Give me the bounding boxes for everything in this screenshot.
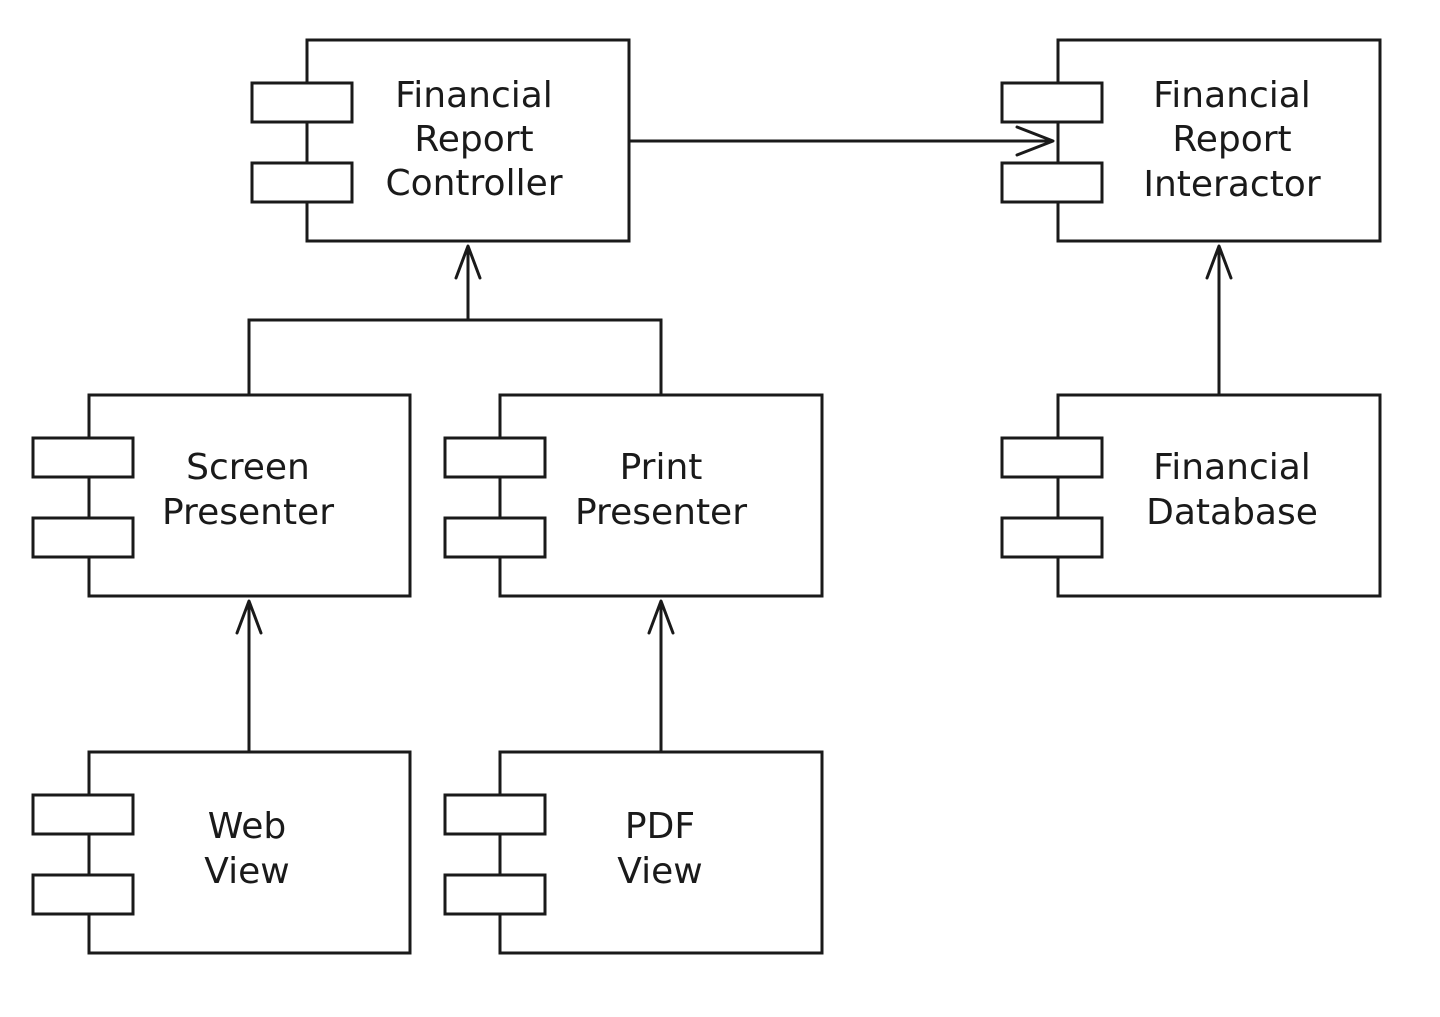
component-port-icon: [31, 873, 135, 916]
component-box: [1056, 393, 1382, 598]
component-label-line: Presenter: [162, 492, 334, 533]
arrowhead-controller: [454, 244, 482, 280]
arrowhead-screen-presenter: [235, 599, 263, 635]
component-pdf-view: PDF View: [443, 750, 824, 955]
component-financial-report-controller: Financial Report Controller: [250, 38, 631, 243]
component-label-line: View: [204, 851, 289, 892]
component-port-icon: [1000, 436, 1104, 479]
edge-screen-presenter-to-controller: [247, 246, 470, 394]
component-print-presenter: Print Presenter: [443, 393, 824, 598]
arrowhead-interactor: [1015, 125, 1055, 157]
component-label-line: Presenter: [575, 492, 747, 533]
component-web-view: Web View: [31, 750, 412, 955]
component-label-line: Print: [620, 447, 703, 488]
component-label-line: Report: [1172, 119, 1291, 160]
component-port-icon: [1000, 161, 1104, 204]
component-label-line: Web: [208, 806, 287, 847]
component-port-icon: [443, 436, 547, 479]
component-financial-report-interactor: Financial Report Interactor: [1000, 38, 1382, 243]
edge-print-presenter-to-controller: [468, 318, 663, 394]
component-box: [498, 750, 824, 955]
component-port-icon: [31, 793, 135, 836]
component-label-line: Database: [1146, 492, 1318, 533]
component-port-icon: [1000, 516, 1104, 559]
component-port-icon: [443, 516, 547, 559]
component-box: [87, 393, 412, 598]
component-port-icon: [250, 161, 354, 204]
component-label-line: Interactor: [1143, 164, 1320, 205]
component-box: [87, 750, 412, 955]
component-label-line: View: [617, 851, 702, 892]
component-box: [305, 38, 631, 243]
component-label-line: Financial: [395, 75, 553, 116]
component-label-line: Controller: [385, 163, 562, 204]
component-port-icon: [443, 793, 547, 836]
component-screen-presenter: Screen Presenter: [31, 393, 412, 598]
component-label-line: Financial: [1153, 75, 1311, 116]
component-port-icon: [31, 516, 135, 559]
component-label-line: PDF: [625, 806, 695, 847]
component-port-icon: [443, 873, 547, 916]
dependency-edges: [235, 125, 1233, 751]
component-label-line: Report: [414, 119, 533, 160]
component-financial-database: Financial Database: [1000, 393, 1382, 598]
component-port-icon: [31, 436, 135, 479]
arrowhead-print-presenter: [647, 599, 675, 635]
component-port-icon: [250, 81, 354, 124]
component-label-line: Screen: [186, 447, 310, 488]
component-port-icon: [1000, 81, 1104, 124]
component-box: [1056, 38, 1382, 243]
component-box: [498, 393, 824, 598]
component-label-line: Financial: [1153, 447, 1311, 488]
arrowhead-interactor-bottom: [1205, 244, 1233, 280]
